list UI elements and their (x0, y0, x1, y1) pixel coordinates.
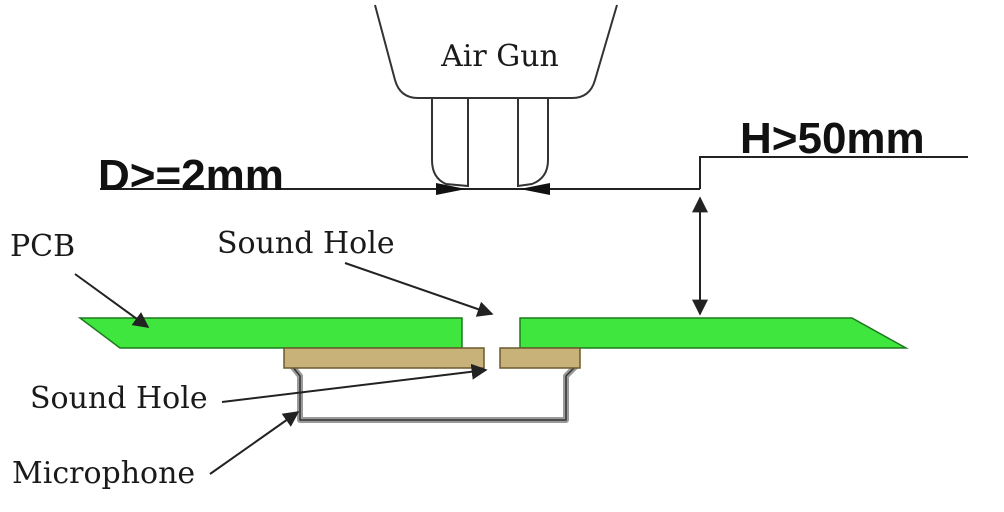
air-gun-nozzle (431, 98, 549, 188)
distance-arrow-right (520, 183, 550, 195)
height-reference-line (699, 156, 968, 189)
pcb-leader (74, 273, 150, 328)
mic-sound-hole-leader (221, 363, 488, 403)
pcb-label: PCB (10, 229, 75, 264)
microphone-can-outline (291, 365, 577, 421)
microphone-can (289, 363, 579, 423)
mic-substrate-left (283, 347, 485, 369)
microphone-label: Microphone (12, 456, 195, 491)
microphone-leader (209, 411, 300, 475)
pcb-sound-hole-label: Sound Hole (217, 226, 395, 261)
pcb-right (519, 317, 909, 349)
mic-sound-hole-label: Sound Hole (30, 381, 208, 416)
pcb-sound-hole-leader (344, 262, 494, 317)
height-label: H>50mm (740, 114, 925, 163)
air-gun-body (374, 4, 618, 99)
mic-substrate-right (499, 347, 581, 369)
air-gun-label: Air Gun (440, 39, 559, 74)
distance-label: D>=2mm (98, 151, 284, 200)
pcb-left (77, 317, 463, 349)
distance-arrow-left (436, 183, 466, 195)
